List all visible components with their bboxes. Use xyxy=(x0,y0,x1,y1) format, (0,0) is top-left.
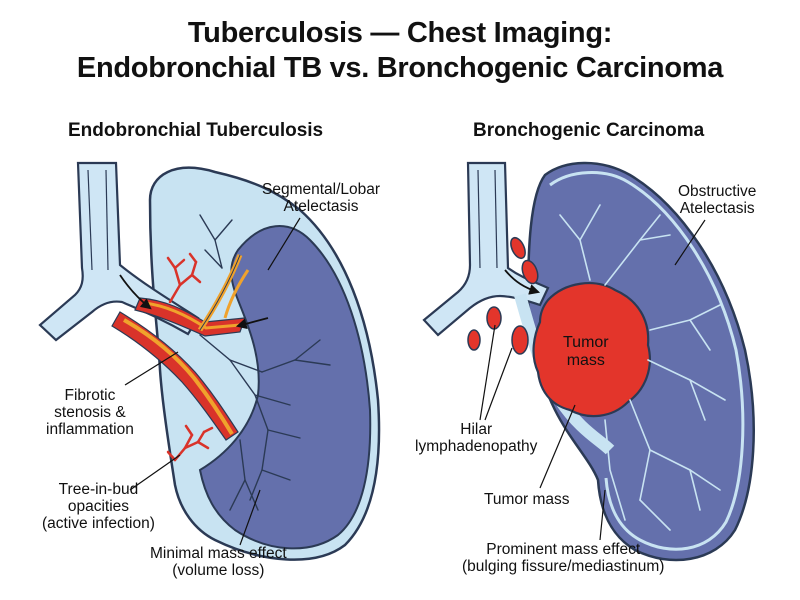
main-title-line1: Tuberculosis — Chest Imaging: xyxy=(187,17,613,49)
main-title-line2: Endobronchial TB vs. Bronchogenic Carcin… xyxy=(76,52,724,84)
label-hilar-lymphadenopathy: Hilar lymphadenopathy xyxy=(415,421,538,455)
left-bronchial-tree xyxy=(199,214,331,511)
right-tumor-mass xyxy=(532,282,651,418)
label-obstructive-atelectasis: Obstructive Atelectasis xyxy=(678,183,757,217)
label-fibrotic-stenosis: Fibrotic stenosis & inflammation xyxy=(46,387,134,438)
label-tumor-mass: Tumor mass xyxy=(484,491,570,508)
left-collapsed-lobe xyxy=(198,225,372,550)
right-hilar-lymph-nodes xyxy=(467,236,539,355)
right-panel-title: Bronchogenic Carcinoma xyxy=(473,120,705,141)
right-lung-illustration xyxy=(422,161,755,562)
left-tree-in-bud-upper xyxy=(166,252,202,304)
left-trachea xyxy=(38,161,200,342)
left-inflamed-bronchus xyxy=(111,311,239,441)
label-minimal-mass-effect: Minimal mass effect (volume loss) xyxy=(150,545,287,579)
label-segmental-lobar-atelectasis: Segmental/Lobar Atelectasis xyxy=(262,181,381,215)
left-lung-illustration xyxy=(38,161,381,561)
label-prominent-mass-effect: Prominent mass effect (bulging fissure/m… xyxy=(462,541,665,575)
label-tree-in-bud: Tree-in-bud opacities (active infection) xyxy=(42,481,155,532)
right-bronchial-tree xyxy=(559,204,726,531)
label-tumor-mass-inside: Tumor mass xyxy=(563,334,609,369)
left-panel-title: Endobronchial Tuberculosis xyxy=(68,120,324,141)
